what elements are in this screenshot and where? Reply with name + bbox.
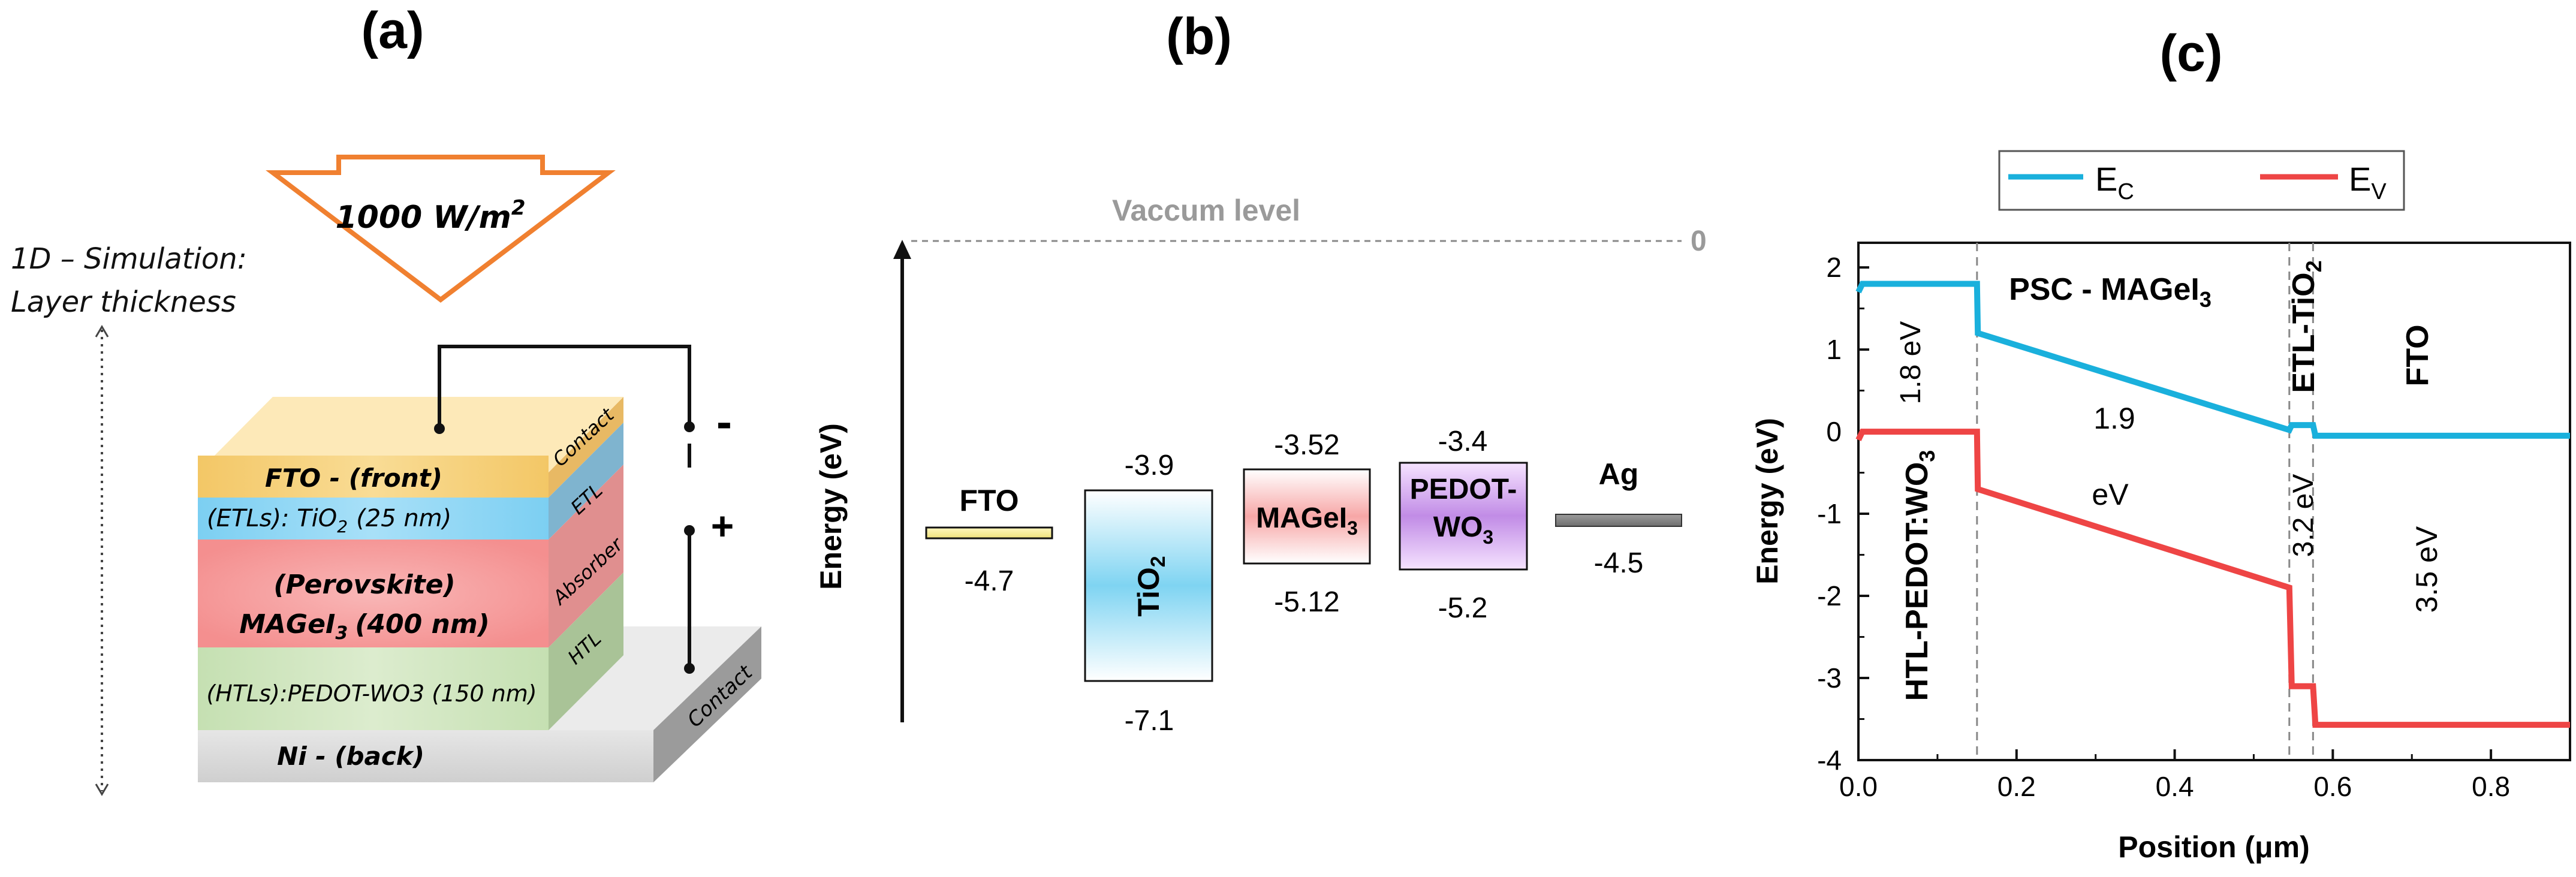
light-arrow-icon (266, 155, 616, 303)
x-axis-label: Position (μm) (2118, 830, 2309, 864)
panel-c-chart: EC EV 0.0 0.2 0.4 0.6 0.8 2 1 0 -1 -2 -3 -4 PSC - M… (1751, 150, 2571, 864)
tio2-band (1084, 489, 1213, 682)
fto-label: FTO - (front) (265, 463, 442, 493)
fto-level (925, 526, 1053, 540)
etl-layer (198, 498, 549, 540)
legend-box (1998, 150, 2405, 211)
annot-gap-fto: 3.5 eV (2410, 526, 2444, 613)
y-tick-label-1: 1 (1826, 334, 1842, 365)
legend-ec-label: EC (2095, 160, 2134, 204)
energy-axis-arrow-icon (893, 240, 911, 259)
fto-name: FTO (959, 484, 1019, 517)
ag-level-value: -4.5 (1594, 547, 1644, 579)
circuit-wire-front (438, 345, 691, 429)
fto-side (549, 397, 623, 498)
fto-top (198, 397, 623, 472)
annot-fto: FTO (2400, 324, 2435, 386)
panel-label-c: (c) (2159, 25, 2222, 82)
vacuum-zero-label: 0 (1691, 225, 1707, 257)
y-tick-label-5: -3 (1817, 662, 1842, 694)
plot-frame (1857, 242, 2571, 761)
light-intensity: 1000 W/m2 (335, 196, 525, 236)
y-tick-label-6: -4 (1817, 745, 1842, 776)
mageI3-name: MAGeI3 (1256, 502, 1358, 539)
terminal-top-dot (684, 421, 695, 432)
vacuum-level-label: Vaccum level (1112, 194, 1300, 227)
annot-etl: ETL-TiO2 (2286, 260, 2326, 393)
front-contact-dot (434, 423, 445, 434)
ni-right (653, 626, 761, 782)
pedot-bottom-value: -5.2 (1438, 592, 1488, 624)
plus-sign: + (711, 504, 734, 548)
legend-ev-label: EV (2349, 160, 2387, 204)
annot-gap-htl: 1.8 eV (1895, 321, 1927, 405)
series-line-ev (1855, 429, 2570, 728)
x-tick-label-1: 0.2 (1997, 771, 2036, 802)
panel-label-b: (b) (1166, 8, 1232, 65)
x-tick-label-3: 0.6 (2313, 771, 2352, 802)
y-tick-label-3: -1 (1817, 498, 1842, 529)
thickness-arrow-head-bottom (95, 783, 109, 796)
absorber-label-line1: (Perovskite) (273, 569, 455, 600)
htl-label: (HTLs):PEDOT-WO3 (150 nm) (206, 680, 537, 707)
pedot-band (1399, 462, 1528, 571)
mageI3-band (1243, 468, 1371, 565)
thickness-arrow-head-top (95, 325, 109, 337)
annot-htl: HTL-PEDOT:WO3 (1900, 450, 1939, 701)
annot-gap-etl: 3.2 eV (2288, 474, 2319, 557)
absorber-label-line2: MAGeI3(400 nm) (239, 609, 490, 644)
absorber-layer (198, 540, 549, 647)
panel-a-device-stack: 1000 W/m2 1D – Simulation: Layer thickne… (11, 155, 761, 796)
pedot-top-value: -3.4 (1438, 426, 1488, 457)
x-tick-label-4: 0.8 (2472, 771, 2510, 802)
band-edge-series (1855, 281, 2570, 728)
annot-gap-abs-2: eV (2092, 478, 2129, 511)
minus-sign: - (716, 395, 732, 448)
y-tick-label-0: 2 (1826, 252, 1842, 283)
ag-level (1555, 514, 1682, 527)
tio2-name: TiO2 (1132, 556, 1170, 616)
mageI3-bottom-value: -5.12 (1274, 586, 1339, 618)
annot-psc: PSC - MAGeI3 (2009, 272, 2212, 312)
ag-name: Ag (1599, 457, 1639, 491)
series-line-ec (1855, 281, 2570, 439)
ni-label: Ni - (back) (277, 742, 424, 771)
tio2-bottom-value: -7.1 (1125, 705, 1174, 737)
y-tick-label-2: 0 (1826, 416, 1842, 447)
ni-front (198, 730, 653, 782)
mageI3-top-value: -3.52 (1274, 429, 1339, 461)
absorber-side (549, 465, 623, 647)
annot-gap-abs-1: 1.9 (2093, 402, 2135, 435)
axis-ticks: 0.0 0.2 0.4 0.6 0.8 2 1 0 -1 -2 -3 -4 (1817, 252, 2571, 802)
region-separators (1976, 243, 2314, 760)
pedot-name-line2: WO3 (1433, 511, 1493, 548)
y-tick-label-4: -2 (1817, 580, 1842, 611)
htl-layer (198, 647, 549, 730)
htl-side (549, 572, 623, 730)
panel-b-band-diagram: Vaccum level 0 Energy (eV) FTO -4.7 -3.9… (814, 194, 1707, 737)
x-tick-label-2: 0.4 (2156, 771, 2194, 802)
simulation-label-line1: 1D – Simulation: (11, 242, 247, 276)
simulation-label-line2: Layer thickness (11, 285, 236, 319)
y-axis-label: Energy (eV) (1751, 418, 1784, 584)
panel-label-a: (a) (361, 2, 424, 59)
pedot-name-line1: PEDOT- (1410, 474, 1517, 505)
etl-side (549, 423, 623, 540)
tio2-top-value: -3.9 (1125, 450, 1174, 481)
fto-layer (198, 456, 549, 498)
energy-axis-label: Energy (eV) (814, 423, 848, 590)
etl-label: (ETLs): TiO2(25 nm) (207, 505, 451, 537)
x-tick-label-0: 0.0 (1839, 771, 1878, 802)
terminal-mid-dot (684, 525, 695, 536)
fto-level-value: -4.7 (965, 565, 1014, 597)
terminal-bottom-dot (684, 663, 695, 674)
